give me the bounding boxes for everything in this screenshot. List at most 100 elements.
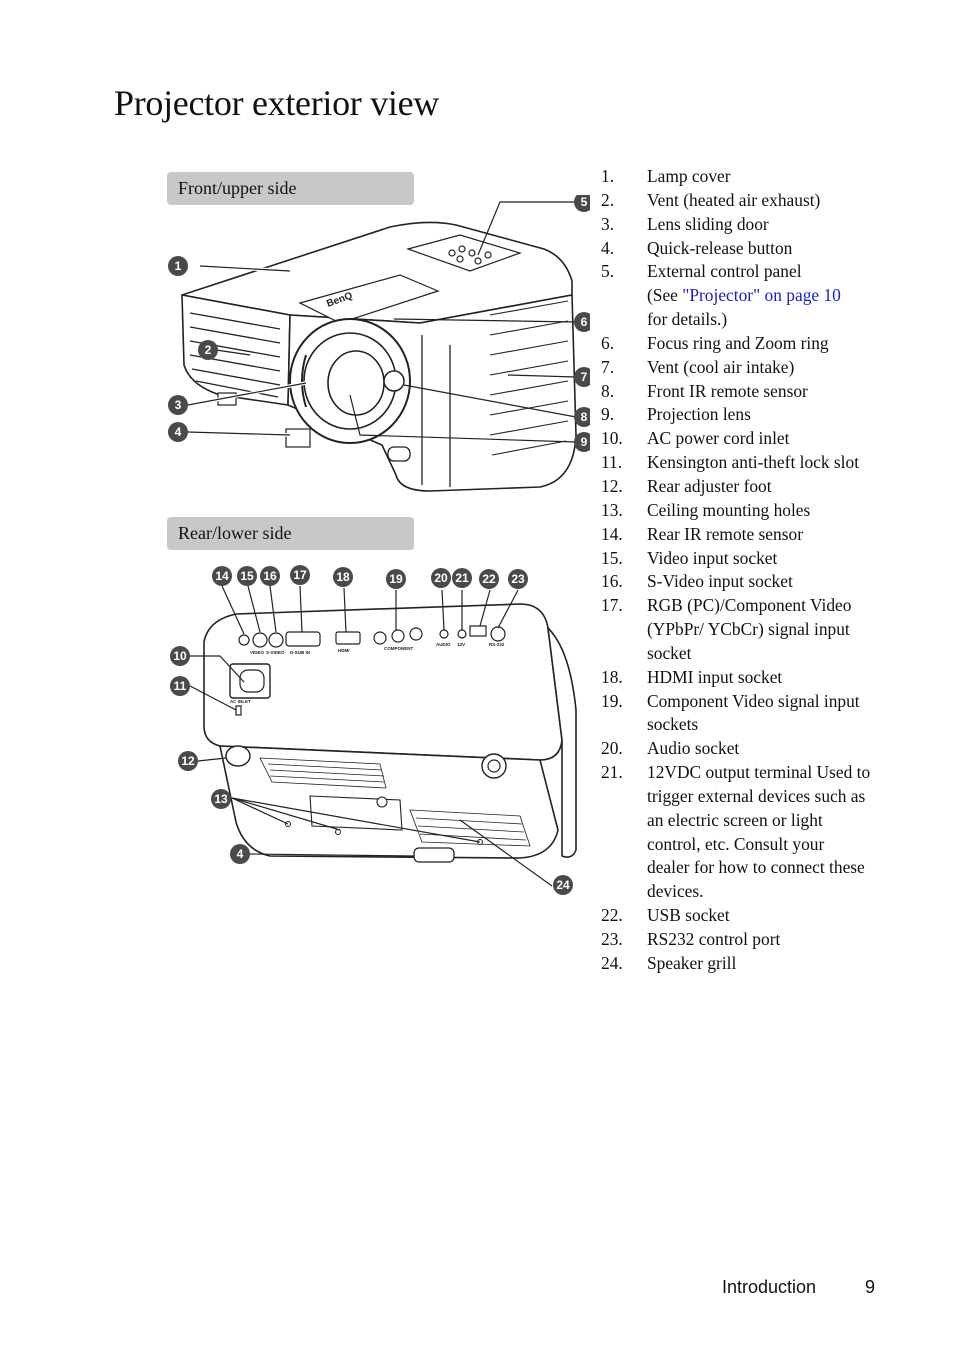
parts-list-item: 21.12VDC output terminal Used to trigger…	[601, 762, 871, 902]
front-callout-1: 1	[168, 256, 188, 276]
parts-list-item: 17.RGB (PC)/Component Video (YPbPr/ YCbC…	[601, 595, 852, 663]
front-ir-sensor	[383, 370, 405, 392]
svg-text:8: 8	[581, 410, 588, 424]
front-callout-3: 3	[168, 395, 188, 415]
rear-callout-12: 12	[178, 751, 198, 771]
svg-text:9: 9	[581, 435, 588, 449]
parts-list-item: 13.Ceiling mounting holes	[601, 499, 811, 520]
svg-text:6: 6	[581, 315, 588, 329]
parts-list-item: 6.Focus ring and Zoom ring	[601, 332, 829, 353]
parts-list-item: 7.Vent (cool air intake)	[601, 356, 795, 377]
svg-text:23: 23	[511, 572, 525, 586]
rear-callout-23: 23	[508, 569, 528, 589]
side-vent-lines	[189, 312, 451, 487]
parts-list-item: 19.Component Video signal input sockets	[601, 690, 860, 735]
parts-list-item: 22.USB socket	[601, 905, 730, 926]
front-callout-5: 5	[574, 195, 590, 212]
lens-sliding-door	[301, 354, 307, 408]
parts-list-item: 4.Quick-release button	[601, 237, 793, 258]
footer-page-number: 9	[865, 1277, 876, 1297]
projection-lens	[327, 350, 385, 416]
svg-text:12: 12	[181, 754, 195, 768]
parts-list-item: 11.Kensington anti-theft lock slot	[601, 452, 860, 473]
parts-list-item: 10.AC power cord inlet	[601, 428, 790, 449]
front-projector-diagram: BenQ 1 2 3 4 5 6 7 8 9	[168, 195, 590, 492]
audio-port	[439, 629, 449, 639]
svg-text:22: 22	[482, 572, 496, 586]
usb-port	[469, 625, 487, 637]
parts-list: 1.Lamp cover 2.Vent (heated air exhaust)…	[601, 165, 871, 976]
svg-text:13: 13	[214, 792, 228, 806]
parts-list-item: 15.Video input socket	[601, 547, 778, 568]
rear-callout-10: 10	[170, 646, 190, 666]
quick-release-foot	[413, 847, 455, 863]
rear-callout-13: 13	[211, 789, 231, 809]
label-rs232: RS-232	[489, 642, 505, 647]
page-10-link[interactable]: "Projector" on page 10	[682, 285, 841, 306]
svg-text:18: 18	[336, 570, 350, 584]
svg-text:24: 24	[556, 878, 570, 892]
svg-text:15: 15	[240, 569, 254, 583]
svg-text:14: 14	[215, 569, 229, 583]
footer-section-name: Introduction	[722, 1277, 817, 1297]
svg-text:11: 11	[174, 679, 187, 693]
12v-port	[457, 629, 467, 639]
rear-callout-15: 15	[237, 566, 257, 586]
svg-text:19: 19	[389, 572, 403, 586]
parts-list-item: 16.S-Video input socket	[601, 571, 793, 592]
label-audio: AUDIO	[436, 642, 451, 647]
section-header-rear: Rear/lower side	[167, 517, 414, 550]
rear-projector-diagram: VIDEO S-VIDEO D-SUB IN HDMI COMPONENT AU…	[170, 565, 577, 895]
label-ac: AC INLET	[230, 699, 251, 704]
svg-text:10: 10	[173, 649, 187, 663]
port-strip	[238, 625, 506, 648]
front-callout-7: 7	[574, 367, 590, 387]
parts-list-item: 8.Front IR remote sensor	[601, 380, 808, 401]
svg-text:1: 1	[175, 259, 182, 273]
parts-list-item: 9.Projection lens	[601, 404, 751, 425]
front-callout-9: 9	[574, 432, 590, 452]
video-port	[252, 632, 268, 648]
svg-text:3: 3	[175, 398, 182, 412]
rear-leaders	[189, 585, 553, 887]
rs232-port	[490, 626, 506, 642]
svg-text:20: 20	[434, 571, 448, 585]
parts-list-item: 24.Speaker grill	[601, 952, 737, 973]
parts-list-item: 2.Vent (heated air exhaust)	[601, 189, 821, 210]
section-header-front: Front/upper side	[167, 172, 414, 205]
control-panel	[405, 234, 522, 272]
parts-list-item: 3.Lens sliding door	[601, 213, 769, 234]
rear-callout-18: 18	[333, 567, 353, 587]
front-leaders	[187, 201, 577, 443]
parts-list-item: 18.HDMI input socket	[601, 666, 783, 687]
svg-text:4: 4	[237, 847, 244, 861]
label-svideo: S-VIDEO	[266, 650, 285, 655]
parts-list-item: 12.Rear adjuster foot	[601, 475, 772, 496]
bottom-vent	[259, 757, 387, 789]
rear-callout-17: 17	[290, 565, 310, 585]
svg-text:5: 5	[581, 195, 588, 209]
hdmi-port	[335, 631, 361, 645]
rear-callout-20: 20	[431, 568, 451, 588]
svg-text:16: 16	[263, 569, 277, 583]
label-video: VIDEO	[250, 650, 265, 655]
front-callout-6: 6	[574, 312, 590, 332]
parts-list-item: 20.Audio socket	[601, 738, 740, 759]
svg-text:4: 4	[175, 425, 182, 439]
rear-callout-14: 14	[212, 566, 232, 586]
kensington-slot	[235, 705, 242, 716]
parts-list-item: 1.Lamp cover	[601, 166, 731, 186]
front-callout-2: 2	[198, 340, 218, 360]
rear-callout-11: 11	[170, 676, 190, 696]
dsub-port	[285, 631, 321, 647]
rear-callout-4: 4	[230, 844, 250, 864]
label-component: COMPONENT	[384, 646, 414, 651]
parts-list-item: 14.Rear IR remote sensor	[601, 523, 803, 544]
rear-callout-24: 24	[553, 875, 573, 895]
label-hdmi: HDMI	[338, 648, 350, 653]
kensington-front	[387, 446, 411, 462]
rear-callout-19: 19	[386, 569, 406, 589]
page-title: Projector exterior view	[114, 83, 439, 123]
rear-callout-22: 22	[479, 569, 499, 589]
svg-text:21: 21	[455, 571, 469, 585]
